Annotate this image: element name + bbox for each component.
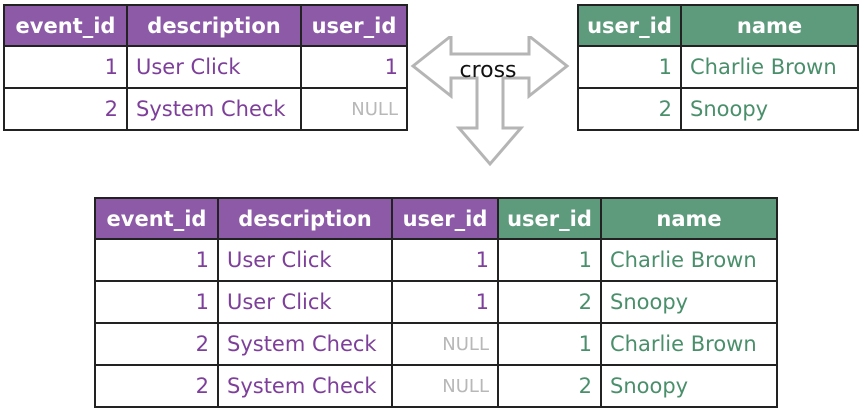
table-cell: Snoopy [600,364,778,408]
table-cell: NULL [391,322,499,366]
table-cell: 2 [94,364,219,408]
table-row: 1 User Click 1 [3,45,408,89]
header-cell: name [600,197,778,240]
table-cell: 1 [3,45,128,89]
header-cell: user_id [300,4,408,47]
events-table: event_id description user_id 1 User Clic… [3,4,408,131]
header-row: event_id description user_id [3,4,408,47]
table-cell: 1 [391,280,499,324]
table-cell: Snoopy [600,280,778,324]
table-cell: NULL [300,87,408,131]
header-cell: user_id [577,4,682,47]
header-cell: name [680,4,859,47]
table-row: 2 System Check NULL [3,87,408,131]
table-cell: System Check [217,364,393,408]
header-cell: description [217,197,393,240]
users-table: user_id name 1 Charlie Brown 2 Snoopy [577,4,859,131]
table-cell: 1 [497,322,602,366]
header-cell: event_id [3,4,128,47]
table-cell: 2 [497,364,602,408]
table-cell: Charlie Brown [600,238,778,282]
table-row: 2 Snoopy [577,87,859,131]
table-cell: NULL [391,364,499,408]
table-cell: 2 [577,87,682,131]
table-cell: User Click [217,238,393,282]
table-cell: 2 [497,280,602,324]
table-row: 2 System Check NULL 2 Snoopy [94,364,778,408]
table-row: 1 User Click 1 2 Snoopy [94,280,778,324]
table-cell: 1 [391,238,499,282]
header-row: event_id description user_id user_id nam… [94,197,778,240]
join-arrows-icon [410,36,570,167]
table-cell: 1 [497,238,602,282]
table-cell: Charlie Brown [680,45,859,89]
header-cell: event_id [94,197,219,240]
header-row: user_id name [577,4,859,47]
table-cell: 2 [3,87,128,131]
table-cell: User Click [217,280,393,324]
operation-label: cross [459,58,517,83]
table-cell: 1 [94,280,219,324]
table-row: 1 User Click 1 1 Charlie Brown [94,238,778,282]
table-cell: Snoopy [680,87,859,131]
result-table: event_id description user_id user_id nam… [94,197,778,408]
table-row: 1 Charlie Brown [577,45,859,89]
table-cell: System Check [217,322,393,366]
header-cell: description [126,4,302,47]
header-cell: user_id [391,197,499,240]
table-cell: 2 [94,322,219,366]
table-cell: System Check [126,87,302,131]
table-cell: Charlie Brown [600,322,778,366]
table-cell: 1 [300,45,408,89]
header-cell: user_id [497,197,602,240]
table-cell: User Click [126,45,302,89]
table-cell: 1 [94,238,219,282]
table-row: 2 System Check NULL 1 Charlie Brown [94,322,778,366]
table-cell: 1 [577,45,682,89]
